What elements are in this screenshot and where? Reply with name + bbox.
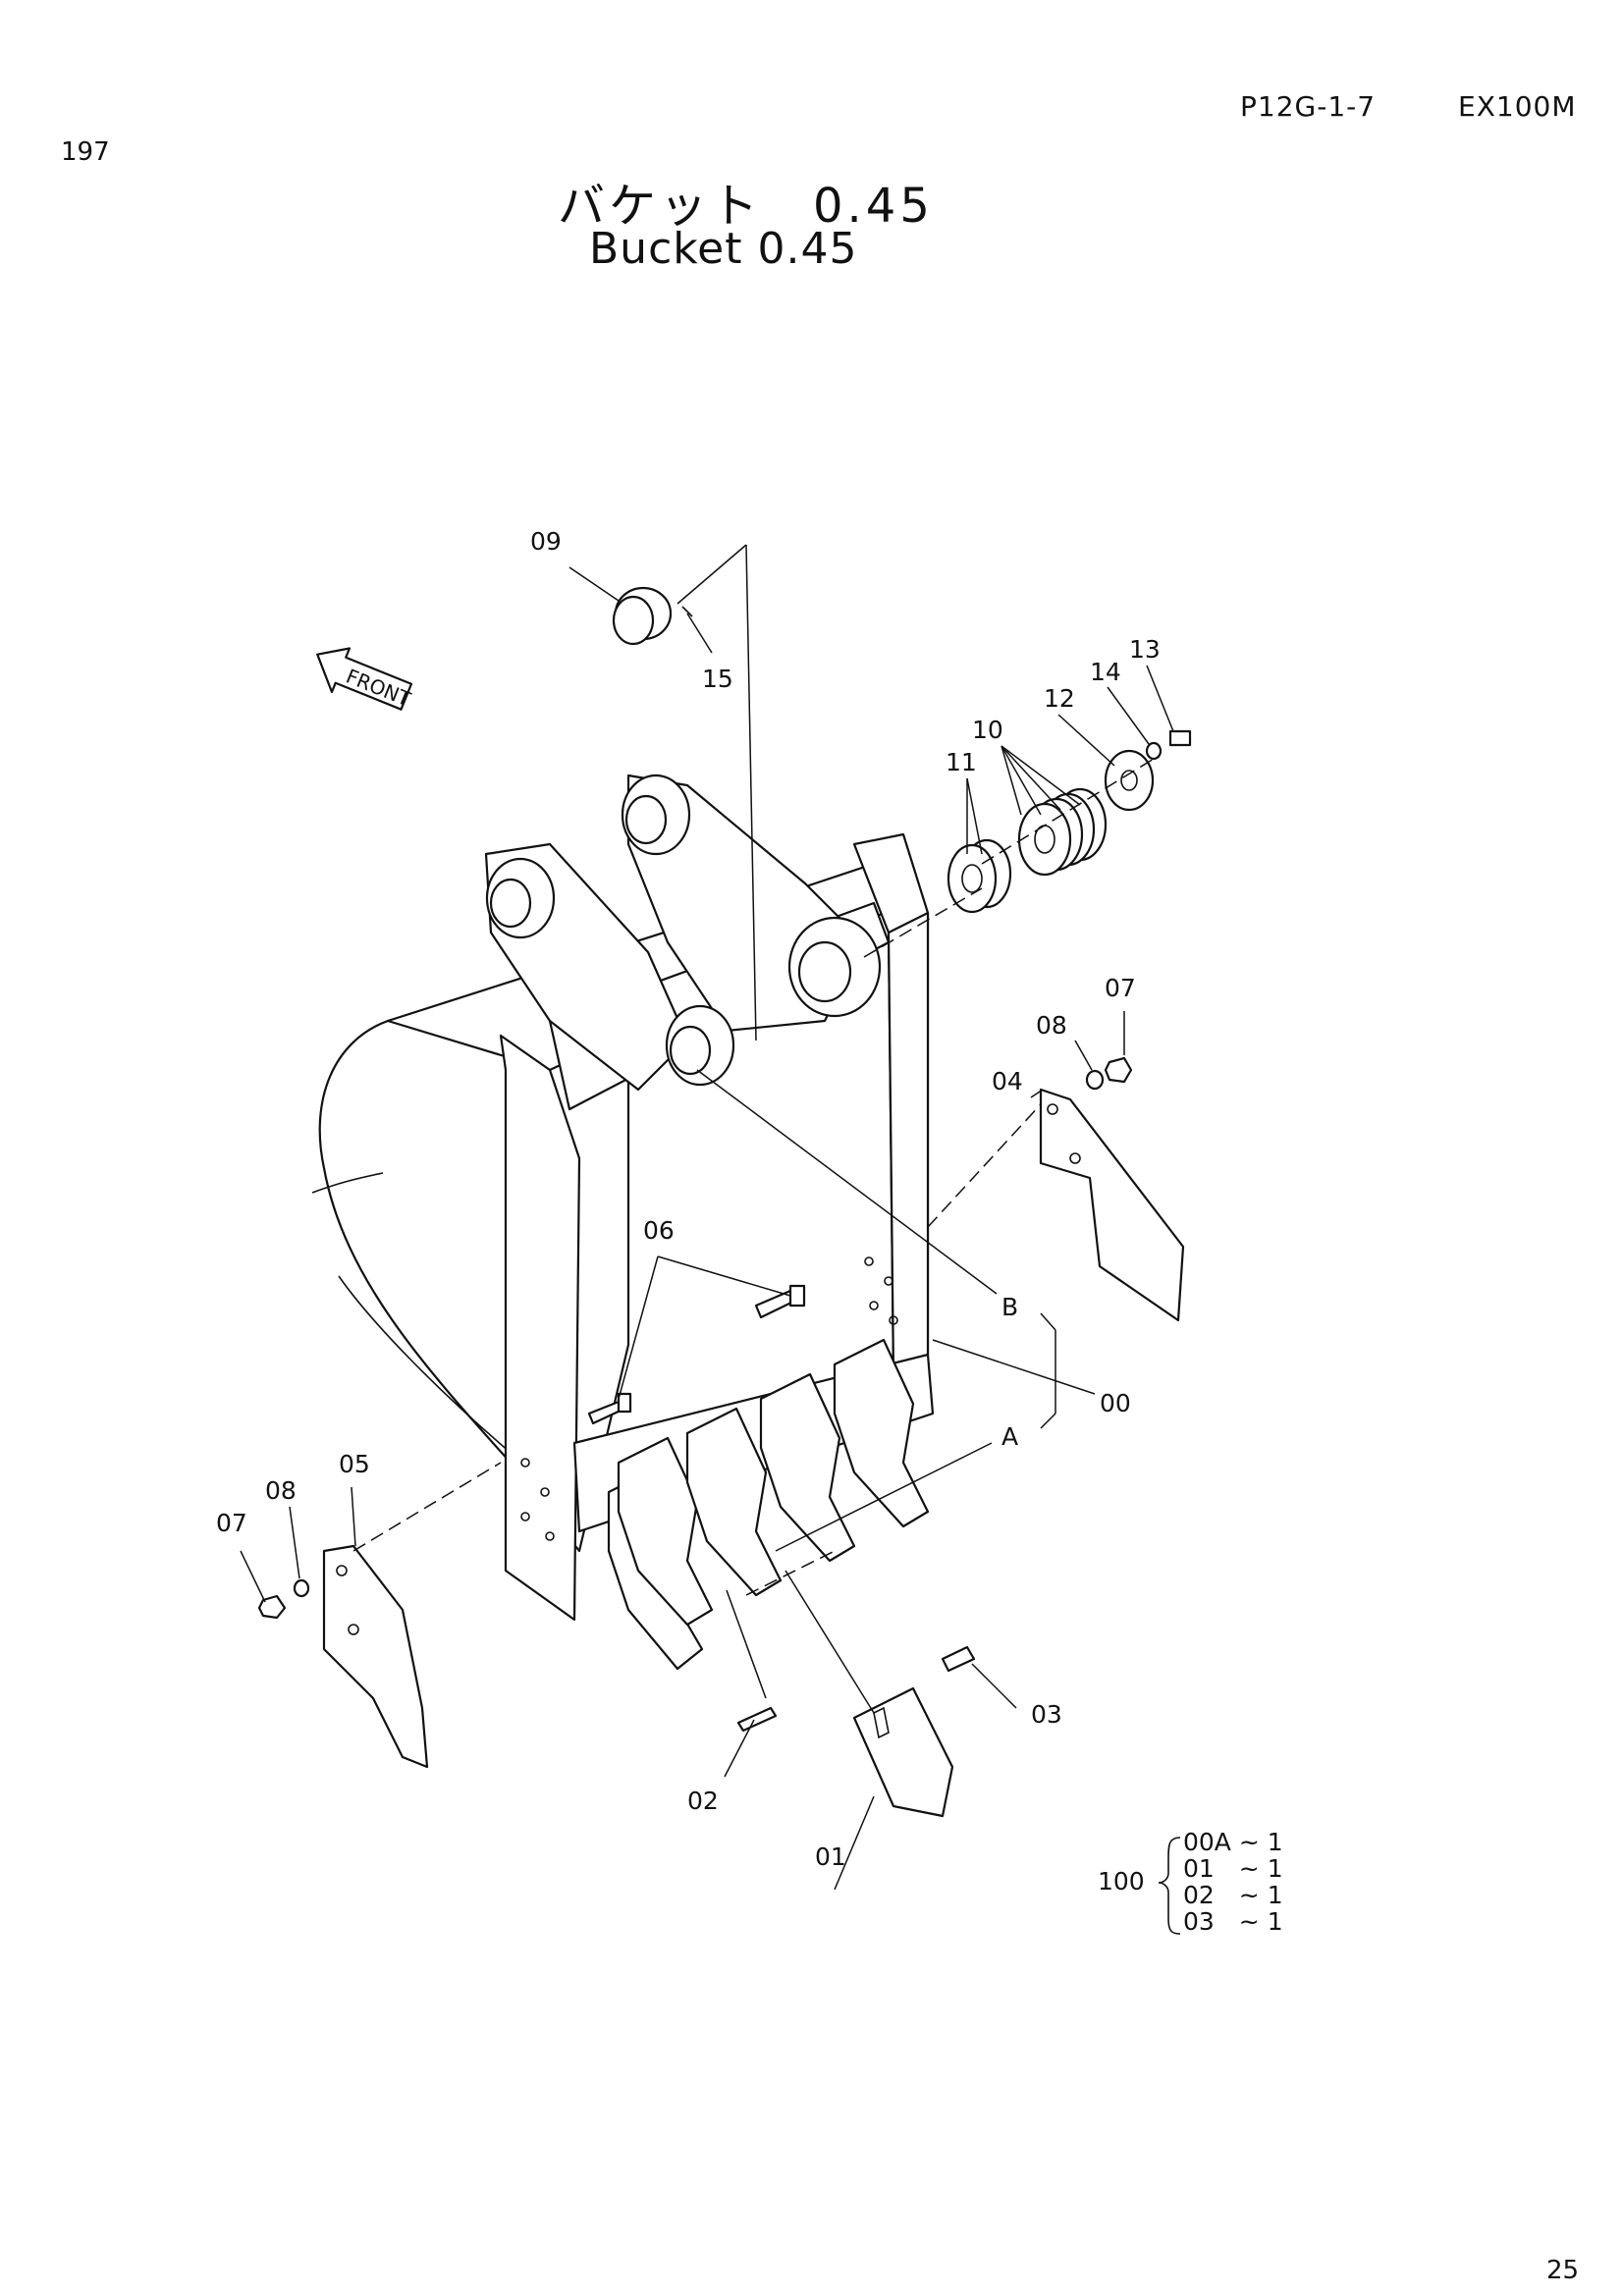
dashed-assembly-lines bbox=[352, 755, 1160, 1596]
callout-14: 14 bbox=[1090, 658, 1121, 686]
title-japanese: バケット 0.45 bbox=[558, 179, 934, 234]
callout-09: 09 bbox=[530, 527, 562, 556]
callout-03: 03 bbox=[1031, 1700, 1062, 1729]
page-number: 197 bbox=[61, 137, 110, 167]
assembly-number: 100 bbox=[1098, 1867, 1145, 1896]
leader-lines bbox=[240, 544, 1174, 1891]
document-code: P12G-1-7 bbox=[1240, 90, 1377, 123]
callout-06: 06 bbox=[643, 1216, 675, 1245]
callout-10: 10 bbox=[972, 716, 1003, 744]
part-10-shims bbox=[1017, 787, 1108, 877]
part-15-grease-fitting bbox=[681, 606, 693, 617]
assembly-note: 100 00A ~ 1 01 ~ 1 02 ~ 1 03 ~ 1 bbox=[1098, 1828, 1283, 1936]
callout-B: B bbox=[1001, 1293, 1018, 1321]
callout-labels: 09 15 11 10 12 14 13 07 08 04 06 B 00 A … bbox=[216, 527, 1161, 1871]
part-03-lock-pin bbox=[941, 1645, 976, 1673]
assembly-item-4: 03 ~ 1 bbox=[1183, 1907, 1283, 1936]
front-arrow: FRONT bbox=[316, 647, 414, 712]
callout-04: 04 bbox=[992, 1067, 1023, 1095]
part-12-plate bbox=[1104, 749, 1155, 812]
model-name: EX100M bbox=[1458, 90, 1577, 123]
title-english: Bucket 0.45 bbox=[589, 224, 858, 274]
corner-page-number: 25 bbox=[1546, 2256, 1580, 2285]
callout-11: 11 bbox=[946, 748, 977, 776]
callout-00: 00 bbox=[1100, 1389, 1131, 1417]
callout-15: 15 bbox=[702, 665, 733, 693]
callout-01: 01 bbox=[815, 1842, 846, 1871]
part-04-side-cutter bbox=[1039, 1088, 1185, 1322]
assembly-item-1: 00A ~ 1 bbox=[1183, 1828, 1283, 1856]
part-08-washer-left bbox=[293, 1578, 310, 1598]
bucket-teeth bbox=[607, 1338, 930, 1671]
callout-12: 12 bbox=[1044, 684, 1075, 713]
callout-02: 02 bbox=[687, 1787, 719, 1815]
callout-05: 05 bbox=[339, 1450, 370, 1478]
callout-13: 13 bbox=[1129, 635, 1161, 664]
part-06-bolts bbox=[587, 1284, 806, 1425]
callout-08-left: 08 bbox=[265, 1476, 297, 1505]
part-02-pin bbox=[736, 1706, 778, 1733]
part-07-nut-right bbox=[1104, 1056, 1133, 1084]
callout-08-right: 08 bbox=[1036, 1011, 1067, 1040]
bucket-brackets bbox=[484, 774, 882, 1092]
callout-07-right: 07 bbox=[1105, 974, 1136, 1002]
part-01-tooth-point bbox=[852, 1686, 954, 1818]
callout-07-left: 07 bbox=[216, 1509, 247, 1537]
part-14-washer bbox=[1145, 741, 1163, 761]
callout-A: A bbox=[1001, 1422, 1018, 1451]
assembly-item-3: 02 ~ 1 bbox=[1183, 1881, 1283, 1909]
part-09-bushing bbox=[612, 586, 673, 646]
part-13-bolt bbox=[1168, 729, 1192, 747]
assembly-item-2: 01 ~ 1 bbox=[1183, 1854, 1283, 1883]
part-11-shims bbox=[947, 838, 1012, 914]
part-05-side-cutter bbox=[322, 1544, 429, 1769]
part-08-washer-right bbox=[1085, 1069, 1105, 1091]
